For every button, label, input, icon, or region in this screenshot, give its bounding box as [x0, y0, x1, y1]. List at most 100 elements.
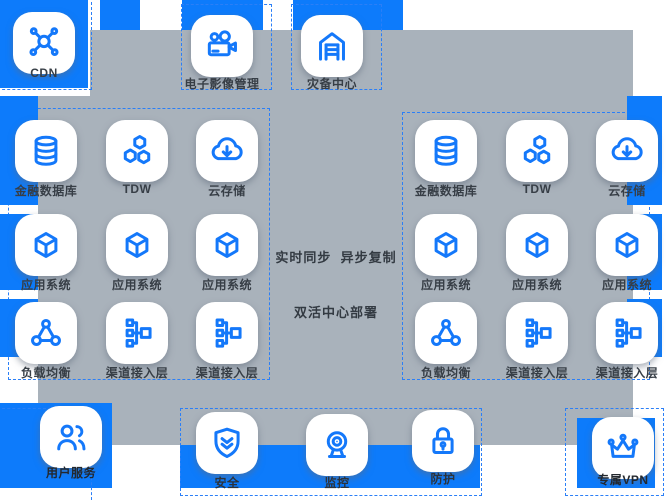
node-channel-access: 渠道接入层: [596, 302, 658, 380]
node-label: 渠道接入层: [595, 366, 659, 380]
cube-icon: [608, 226, 646, 264]
sync-annotation: 实时同步 异步复制: [275, 250, 397, 265]
node-cloud-storage: 云存储: [596, 120, 658, 198]
node-label: 负载均衡: [420, 366, 471, 380]
imaging-cell-box: [181, 4, 272, 90]
blue-block-top-small: [100, 0, 140, 30]
node-channel-access: 渠道接入层: [106, 302, 168, 380]
cdn-cell-box: [0, 0, 92, 90]
node-tile: [596, 120, 658, 182]
security-band-box: [180, 408, 482, 496]
node-label: 应用系统: [511, 278, 562, 292]
node-cdn: CDN: [13, 12, 75, 80]
node-app-system: 应用系统: [596, 214, 658, 292]
node-label: CDN: [30, 66, 58, 80]
node-label: 应用系统: [201, 278, 252, 292]
node-label: 安全: [214, 476, 240, 490]
node-user-service: 用户服务: [40, 406, 102, 480]
node-monitoring: 监控: [306, 414, 368, 490]
node-label: 云存储: [608, 184, 646, 198]
node-tile: [106, 214, 168, 276]
cdn-icon: [25, 24, 63, 62]
node-label: 渠道接入层: [195, 366, 259, 380]
node-tdw: TDW: [506, 120, 568, 196]
tree-icon: [518, 314, 556, 352]
node-label: TDW: [122, 182, 152, 196]
cube-icon: [427, 226, 465, 264]
node-tile: [15, 120, 77, 182]
node-cloud-storage: 云存储: [196, 120, 258, 198]
shield-icon: [208, 424, 246, 462]
node-label: 应用系统: [601, 278, 652, 292]
node-app-system: 应用系统: [196, 214, 258, 292]
node-tile: [196, 302, 258, 364]
node-tile: [412, 410, 474, 472]
node-app-system: 应用系统: [15, 214, 77, 292]
node-tile: [596, 302, 658, 364]
cube-icon: [208, 226, 246, 264]
node-label: 渠道接入层: [105, 366, 169, 380]
tree-icon: [608, 314, 646, 352]
warehouse-icon: [313, 27, 351, 65]
node-tile: [592, 417, 654, 479]
cube-icon: [118, 226, 156, 264]
cube-icon: [518, 226, 556, 264]
node-label: 金融数据库: [414, 184, 478, 198]
node-label: 应用系统: [420, 278, 471, 292]
node-tile: [506, 214, 568, 276]
node-label: 渠道接入层: [505, 366, 569, 380]
node-label: 应用系统: [20, 278, 71, 292]
node-tile: [506, 120, 568, 182]
node-label: 云存储: [208, 184, 246, 198]
node-label: 灾备中心: [306, 77, 357, 91]
node-tile: [191, 15, 253, 77]
node-tile: [13, 12, 75, 74]
node-load-balancer: 负载均衡: [415, 302, 477, 380]
hexagons-icon: [518, 132, 556, 170]
webcam-icon: [318, 426, 356, 464]
hexagons-icon: [118, 132, 156, 170]
node-tile: [415, 302, 477, 364]
architecture-annotation: 双活中心部署: [293, 305, 378, 320]
node-tile: [15, 302, 77, 364]
node-app-system: 应用系统: [415, 214, 477, 292]
node-tile: [15, 214, 77, 276]
node-tile: [415, 120, 477, 182]
node-label: 专属VPN: [597, 473, 649, 487]
node-label: 电子影像管理: [184, 77, 260, 91]
node-tile: [596, 214, 658, 276]
node-tile: [301, 15, 363, 77]
node-tile: [196, 412, 258, 474]
node-disaster-recovery: 灾备中心: [301, 15, 363, 91]
node-tdw: TDW: [106, 120, 168, 196]
tree-icon: [118, 314, 156, 352]
node-security: 安全: [196, 412, 258, 490]
node-label: 金融数据库: [14, 184, 78, 198]
node-label: 监控: [324, 476, 350, 490]
node-label: TDW: [522, 182, 552, 196]
node-label: 负载均衡: [20, 366, 71, 380]
database-icon: [27, 132, 65, 170]
node-tile: [106, 120, 168, 182]
video-camera-icon: [203, 27, 241, 65]
node-channel-access: 渠道接入层: [506, 302, 568, 380]
tree-icon: [208, 314, 246, 352]
lock-icon: [424, 422, 462, 460]
node-tile: [506, 302, 568, 364]
node-load-balancer: 负载均衡: [15, 302, 77, 380]
vpn-cell-box: [565, 408, 664, 496]
node-tile: [306, 414, 368, 476]
node-tile: [415, 214, 477, 276]
cube-icon: [27, 226, 65, 264]
node-label: 应用系统: [111, 278, 162, 292]
node-tile: [106, 302, 168, 364]
load-balancer-icon: [427, 314, 465, 352]
node-financial-database: 金融数据库: [15, 120, 77, 198]
node-tile: [40, 406, 102, 468]
disaster-cell-box: [291, 4, 382, 90]
node-label: 防护: [430, 472, 456, 486]
node-channel-access: 渠道接入层: [196, 302, 258, 380]
node-app-system: 应用系统: [106, 214, 168, 292]
users-icon: [52, 418, 90, 456]
